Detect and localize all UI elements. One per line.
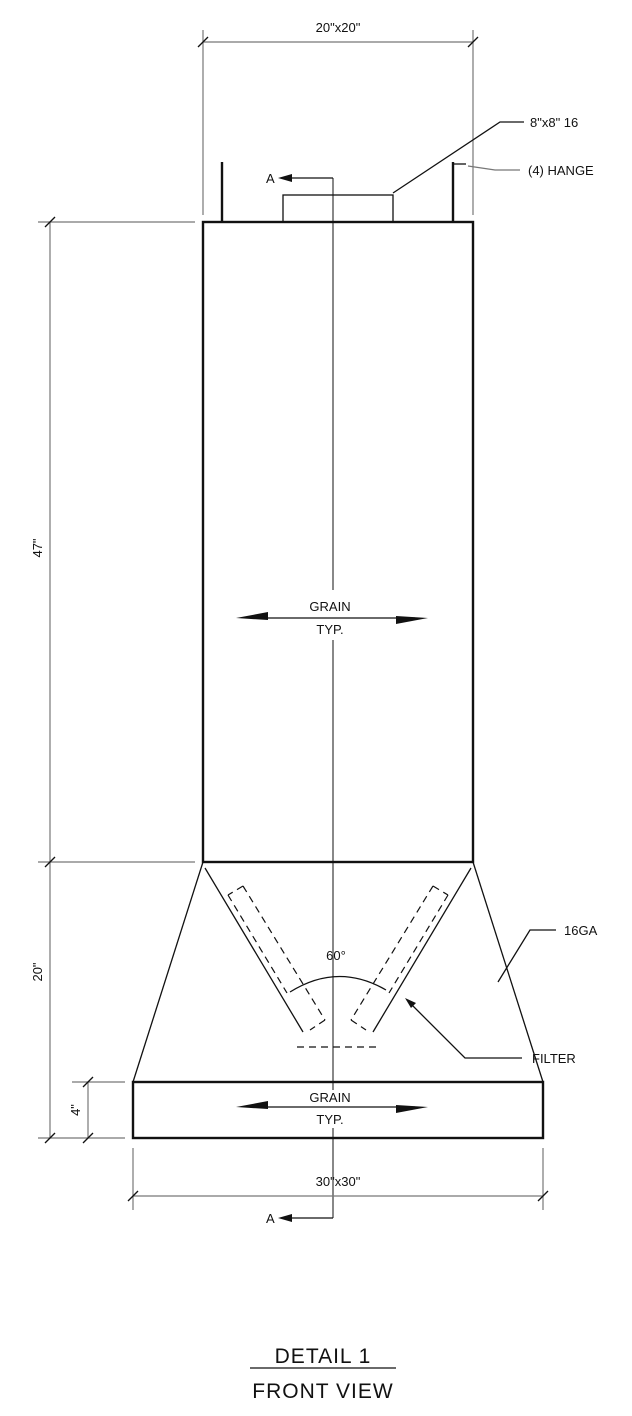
filter-callout: FILTER xyxy=(405,998,576,1066)
body-height-label: 47" xyxy=(30,538,45,557)
section-arrow-icon xyxy=(278,174,292,182)
angle-label: 60° xyxy=(326,948,346,963)
arrow-left-icon xyxy=(236,1101,268,1109)
section-line: A A xyxy=(266,171,334,1226)
grain-typ-label: TYP. xyxy=(316,622,343,637)
outlet-collar xyxy=(282,194,394,223)
hangers xyxy=(220,162,466,222)
view-subtitle: FRONT VIEW xyxy=(252,1380,393,1403)
section-arrow-icon xyxy=(278,1214,292,1222)
base-height-label: 4" xyxy=(68,1104,83,1116)
grain-typ-label: TYP. xyxy=(316,1112,343,1127)
arrow-right-icon xyxy=(396,1105,428,1113)
hanger-callout-label: (4) HANGE xyxy=(528,163,594,178)
hopper-height-label: 20" xyxy=(30,962,45,981)
filter-right xyxy=(350,867,472,1033)
bottom-width-dimension: 30"x30" xyxy=(127,1148,549,1210)
filter-angle-dimension: 60° xyxy=(289,948,387,993)
section-marker-top: A xyxy=(266,171,275,186)
arrow-left-icon xyxy=(236,612,268,620)
detail-title: DETAIL 1 xyxy=(275,1345,372,1368)
outlet-callout: 8"x8" 16 xyxy=(392,115,578,194)
grain-direction-body: GRAIN TYP. xyxy=(236,599,428,637)
filter-callout-label: FILTER xyxy=(532,1051,576,1066)
arrow-right-icon xyxy=(396,616,428,624)
outlet-callout-label: 8"x8" 16 xyxy=(530,115,578,130)
left-height-dimensions: 47" 20" 4" xyxy=(30,216,195,1144)
top-width-label: 20"x20" xyxy=(316,20,361,35)
main-body xyxy=(201,220,475,864)
top-width-dimension: 20"x20" xyxy=(197,20,479,215)
gauge-callout-label: 16GA xyxy=(564,923,598,938)
grain-label: GRAIN xyxy=(309,1090,350,1105)
gauge-callout: 16GA xyxy=(497,923,598,983)
base xyxy=(131,1080,545,1140)
hanger-callout: (4) HANGE xyxy=(467,163,594,178)
grain-direction-base: GRAIN TYP. xyxy=(236,1090,428,1127)
filter-left xyxy=(204,867,326,1033)
hopper-right-side xyxy=(472,861,544,1083)
hopper-left-side xyxy=(132,861,204,1083)
section-marker-bottom: A xyxy=(266,1211,275,1226)
bottom-width-label: 30"x30" xyxy=(316,1174,361,1189)
grain-label: GRAIN xyxy=(309,599,350,614)
